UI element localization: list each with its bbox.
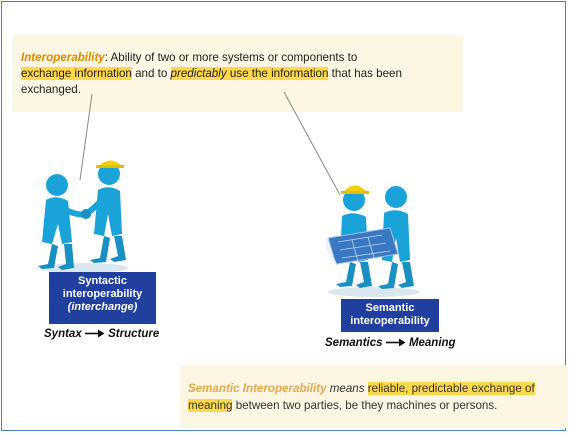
structure-word: Structure [108,328,160,340]
definition-term: Interoperability [21,51,105,64]
pointer-line-right [283,91,341,196]
semantics-word: Semantics [325,337,383,349]
syntactic-label-line2: interoperability [62,288,143,300]
right-arrow-icon [385,338,406,347]
semantic-label-line2: interoperability [350,315,430,327]
definition-highlight-3: use the information [226,67,329,80]
syntax-word: Syntax [44,328,82,340]
two-figures-handshake-icon [38,160,128,273]
definition-text-2: and to [131,67,171,80]
note-term: Semantic Interoperability [188,382,327,395]
syntactic-label-box: Syntactic interoperability (interchange) [49,272,156,324]
semantic-note-box: Semantic Interoperability means reliable… [180,365,568,428]
pointer-line-left [79,93,93,181]
meaning-word: Meaning [408,337,456,349]
two-figures-blueprint-icon [326,185,420,297]
semantic-caption: Semantics Meaning [325,337,456,349]
right-arrow-icon [84,329,105,338]
note-highlight-2: meaning [188,399,233,412]
syntactic-caption: Syntax Structure [44,328,159,340]
note-text-1: means [326,382,368,395]
semantic-label-line1: Semantic [365,302,415,314]
definition-text-1: : Ability of two or more systems or comp… [104,51,358,64]
definition-text-3: that has been exchanged. [21,67,402,96]
definition-highlight-2: predictably [170,67,227,80]
syntactic-label-line3: (interchange) [67,301,138,313]
note-text-2: between two parties, be they machines or… [232,399,498,412]
syntactic-label-line1: Syntactic [78,275,127,287]
note-highlight-1: reliable, predictable exchange of [367,382,535,395]
definition-highlight-1: exchange information [21,67,132,80]
semantic-label-box: Semantic interoperability [341,299,439,332]
definition-box: Interoperability: Ability of two or more… [13,35,463,112]
